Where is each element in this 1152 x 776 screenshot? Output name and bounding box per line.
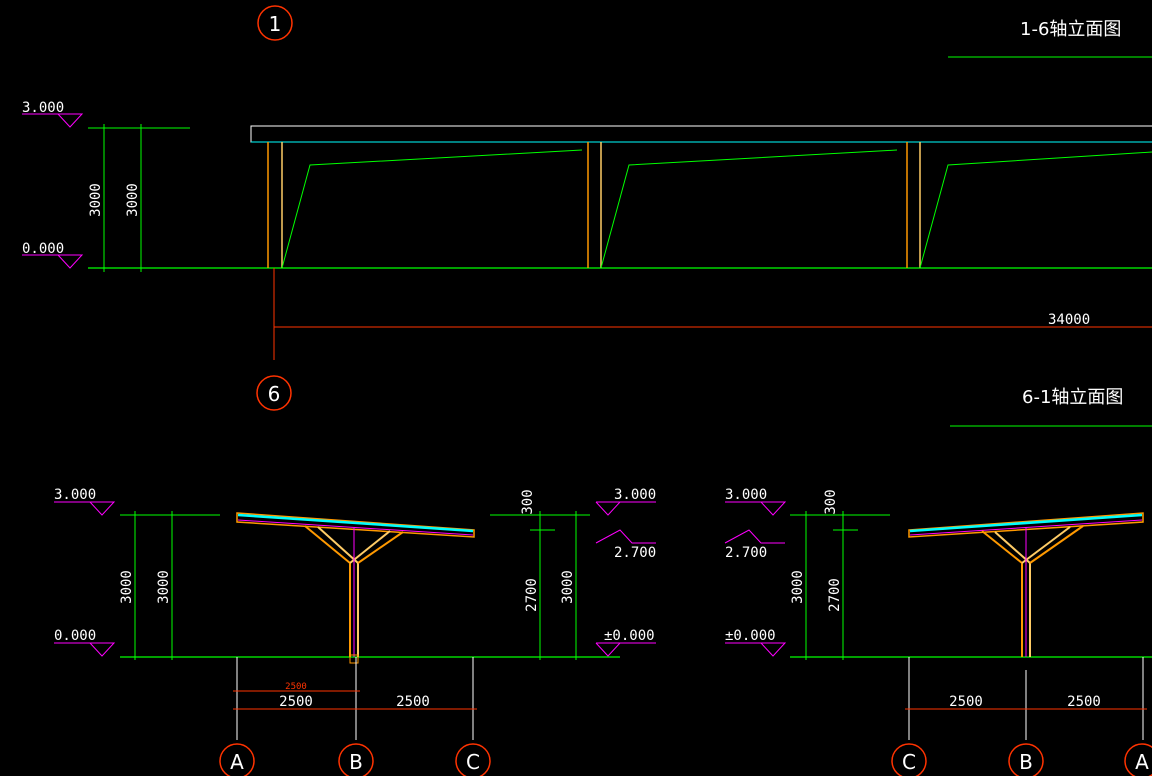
axis-1-bubble[interactable] — [257, 5, 293, 41]
dim-mid-3000: 3000 — [560, 570, 576, 604]
axis-1-label: 1 — [269, 12, 282, 36]
level-mid-lower: ±0.000 — [604, 628, 655, 644]
axis-A-label-left: A — [230, 750, 244, 774]
axis-C-label-right: C — [902, 750, 916, 774]
marker-left-lower — [54, 642, 116, 657]
dim-left-h1: 3000 — [119, 570, 135, 604]
axis-C-label-left: C — [466, 750, 480, 774]
elevation-right: 3.000 2.700 ±0.000 3000 300 2700 — [724, 487, 1152, 776]
elevation-1-6: 1 1-6轴立面图 3.000 0.000 3000 3000 — [22, 5, 1152, 411]
axis-6-bubble[interactable] — [256, 375, 292, 411]
title-1-6: 1-6轴立面图 — [1020, 19, 1121, 40]
level-right-upper: 3.000 — [725, 487, 767, 503]
axis-C-bubble-right[interactable] — [891, 743, 927, 776]
marker-mid-lower — [595, 642, 656, 657]
axis-B-bubble-left[interactable] — [338, 743, 374, 776]
marker-mid-mid — [595, 529, 656, 544]
level-0000-top: 0.000 — [22, 241, 64, 257]
level-marker-3000-top — [22, 113, 84, 128]
level-right-lower: ±0.000 — [725, 628, 776, 644]
dim-right-span-2: 2500 — [1067, 694, 1101, 710]
level-mid-mid: 2.700 — [614, 545, 656, 561]
axis-B-label-left: B — [349, 750, 363, 774]
title-6-1: 6-1轴立面图 — [1022, 387, 1123, 408]
marker-left-upper — [54, 501, 116, 516]
marker-mid-upper — [595, 501, 656, 516]
axis-B-bubble-right[interactable] — [1008, 743, 1044, 776]
level-left-lower: 0.000 — [54, 628, 96, 644]
level-marker-0000-top — [22, 254, 84, 269]
elevation-6-1: 6-1轴立面图 3.000 0.000 3000 3000 — [54, 387, 1152, 776]
level-right-mid: 2.700 — [725, 545, 767, 561]
canopy-right — [908, 512, 1144, 657]
level-mid-upper: 3.000 — [614, 487, 656, 503]
level-left-upper: 3.000 — [54, 487, 96, 503]
dim-left-h2: 3000 — [156, 570, 172, 604]
marker-right-lower — [725, 642, 787, 657]
dim-span-1: 2500 — [279, 694, 313, 710]
dim-height-1: 3000 — [88, 183, 104, 217]
marker-right-upper — [725, 501, 787, 516]
axis-C-bubble-left[interactable] — [455, 743, 491, 776]
axis-A-bubble-left[interactable] — [219, 743, 255, 776]
marker-right-mid — [724, 529, 785, 544]
dim-height-2: 3000 — [125, 183, 141, 217]
axis-A-label-right: A — [1135, 750, 1149, 774]
dim-right-3000: 3000 — [790, 570, 806, 604]
roof-slab — [250, 125, 1152, 143]
axis-B-label-right: B — [1019, 750, 1033, 774]
level-3000-top: 3.000 — [22, 100, 64, 116]
dim-right-span-1: 2500 — [949, 694, 983, 710]
canopy-left — [236, 512, 475, 664]
dim-mid-300: 300 — [520, 489, 536, 514]
axis-A-bubble-right[interactable] — [1124, 743, 1152, 776]
dim-right-2700: 2700 — [827, 578, 843, 612]
dim-span-2: 2500 — [396, 694, 430, 710]
dim-right-300: 300 — [823, 489, 839, 514]
columns-top — [267, 142, 921, 268]
dim-mid-2700: 2700 — [524, 578, 540, 612]
dim-span-small: 2500 — [285, 682, 307, 692]
axis-6-label: 6 — [268, 382, 281, 406]
bracing-top — [281, 149, 1152, 269]
dim-length: 34000 — [1048, 312, 1090, 328]
